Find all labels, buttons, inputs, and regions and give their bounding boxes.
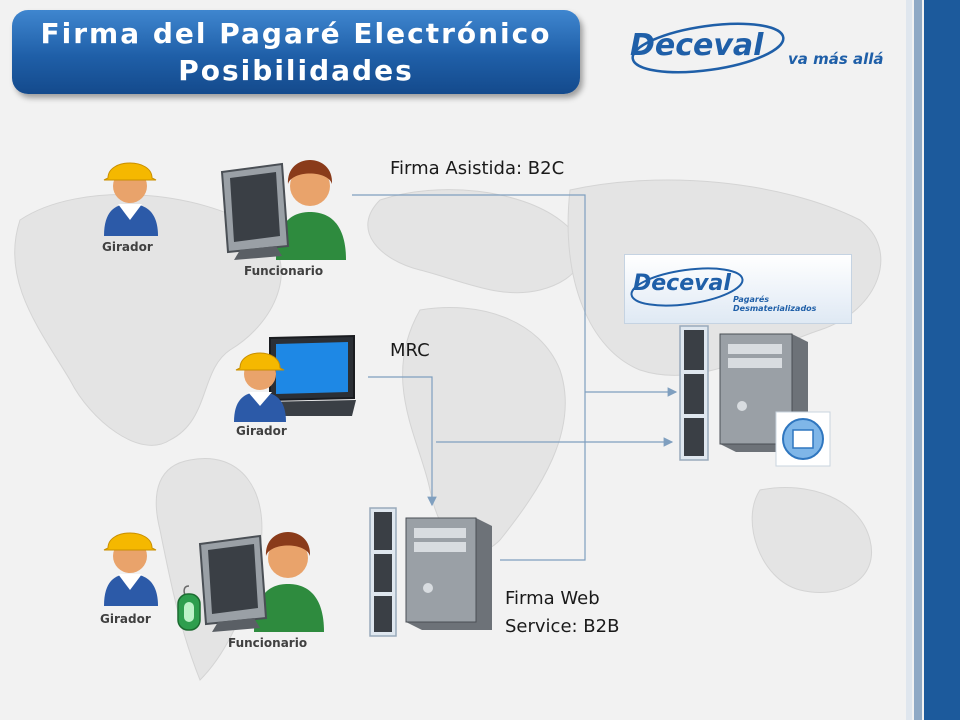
- actor-label-funcionario-bottom: Funcionario: [228, 636, 308, 650]
- connector-lines: [352, 194, 678, 561]
- server-tower-icon: [369, 507, 492, 637]
- worker-icon-bottom: [103, 532, 158, 606]
- b2c-connector: [352, 194, 586, 561]
- usb-token-icon: [177, 585, 201, 631]
- stripe-mid: [914, 0, 922, 720]
- title-line-1: Firma del Pagaré Electrónico: [40, 17, 552, 50]
- actor-label-girador-bottom: Girador: [100, 612, 151, 626]
- secure-document-icon: [775, 411, 831, 467]
- actor-label-funcionario-top: Funcionario: [244, 264, 324, 278]
- actor-label-girador-top: Girador: [102, 240, 153, 254]
- actor-label-girador-middle: Girador: [236, 424, 287, 438]
- product-tagline: Pagarés Desmaterializados: [733, 295, 817, 313]
- brand-name: Deceval: [630, 28, 764, 63]
- product-logo-box: Deceval Pagarés Desmaterializados: [624, 254, 852, 324]
- flow-label-b2b-2: Service: B2B: [505, 616, 620, 637]
- world-map-background: [14, 179, 882, 681]
- stripe-dark: [924, 0, 960, 720]
- brand-tagline: va más allá: [788, 50, 884, 68]
- mrc-to-server-arrow: [368, 376, 437, 507]
- central-server-icon: [679, 325, 831, 467]
- flow-label-b2c: Firma Asistida: B2C: [390, 158, 565, 179]
- flow-label-b2b-1: Firma Web: [505, 588, 600, 609]
- deceval-logo: Deceval va más allá: [626, 20, 886, 80]
- worker-with-laptop-icon: [234, 334, 356, 422]
- worker-icon: [103, 162, 158, 236]
- product-brand-name: Deceval: [633, 271, 731, 296]
- desktop-computer-icon: [220, 162, 290, 260]
- flow-label-mrc: MRC: [390, 340, 430, 361]
- title-line-2: Posibilidades: [178, 54, 414, 87]
- stripe-light: [906, 0, 912, 720]
- official-at-desktop-icon-bottom: [198, 532, 324, 632]
- official-at-desktop-icon: [220, 160, 346, 260]
- title-banner: Firma del Pagaré Electrónico Posibilidad…: [12, 10, 580, 94]
